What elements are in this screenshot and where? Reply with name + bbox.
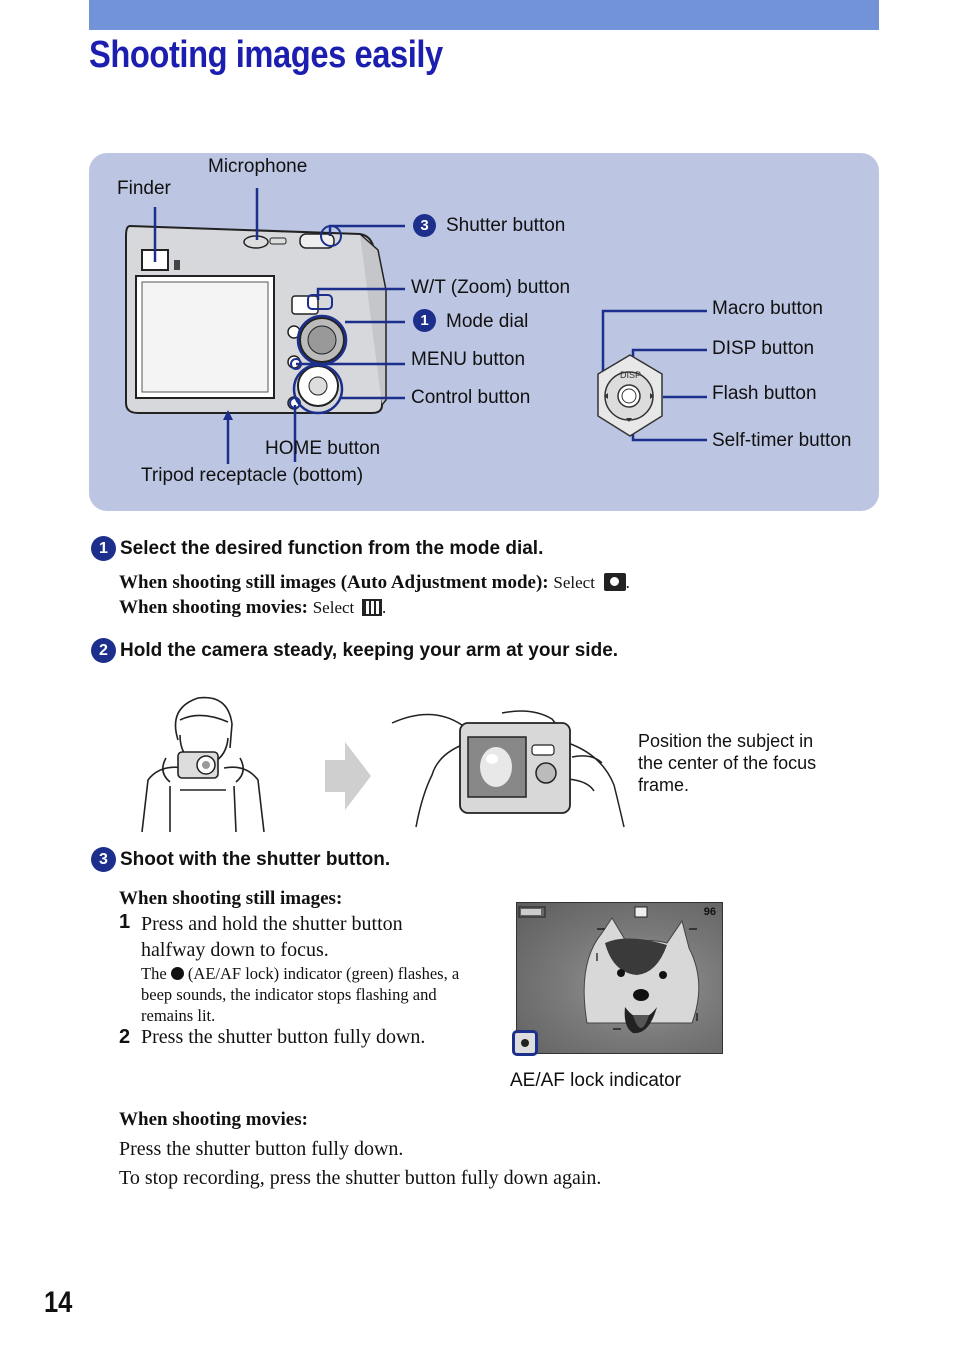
page-number: 14 — [44, 1286, 73, 1319]
dog-photo — [518, 906, 700, 1034]
still-images-heading: When shooting still images: — [119, 888, 343, 909]
note-body-text: (AE/AF lock) indicator (green) flashes, … — [141, 964, 460, 1025]
step-3-badge: 3 — [91, 847, 116, 872]
movies-label: When shooting movies: — [119, 597, 308, 618]
disp-printed-label: DISP — [620, 370, 642, 380]
mode-dial-label: Mode dial — [446, 311, 529, 332]
step-1-still-line: When shooting still images (Auto Adjustm… — [119, 572, 630, 593]
ae-af-dot-icon — [170, 967, 184, 980]
camera-mode-icon — [603, 573, 626, 591]
lcd-screen-image: 96 — [516, 902, 723, 1054]
right-arrow-icon — [325, 742, 371, 810]
menu-button-label: MENU button — [411, 349, 526, 370]
shot-count: 96 — [703, 906, 716, 918]
microphone-label: Microphone — [208, 156, 308, 177]
finder-label: Finder — [117, 178, 171, 199]
substep-1-number: 1 — [119, 911, 131, 933]
movie-instruction-1: Press the shutter button fully down. — [119, 1138, 404, 1160]
step-2-title: Hold the camera steady, keeping your arm… — [120, 640, 619, 661]
movies-heading: When shooting movies: — [119, 1109, 308, 1130]
ae-af-indicator-icon — [521, 1039, 529, 1047]
page-title: Shooting images easily — [89, 34, 443, 76]
ae-af-indicator-highlight — [512, 1030, 538, 1056]
step-1-badge: 1 — [91, 536, 116, 561]
note-the-text: The — [141, 964, 167, 983]
step-2-badge: 2 — [91, 638, 116, 663]
substep-2-text: Press the shutter button fully down. — [141, 1026, 426, 1048]
control-button-label: Control button — [411, 387, 531, 408]
position-subject-caption: Position the subject in the center of th… — [638, 731, 817, 795]
person-holding-camera-illustration — [141, 696, 265, 833]
macro-button-label: Macro button — [712, 298, 823, 319]
ae-af-lock-indicator-label: AE/AF lock indicator — [510, 1070, 682, 1091]
hands-holding-camera-illustration — [391, 710, 625, 828]
leader-lines — [153, 188, 707, 464]
still-select-text: Select — [553, 573, 595, 592]
step-1-movie-line: When shooting movies: Select . — [119, 597, 387, 618]
movie-mode-icon — [362, 599, 383, 616]
shutter-step-badge: 3 — [413, 214, 436, 237]
home-button-label: HOME button — [265, 438, 381, 459]
self-timer-button-label: Self-timer button — [712, 430, 852, 451]
substep-2-number: 2 — [119, 1026, 131, 1048]
substep-1-text: Press and hold the shutter button halfwa… — [141, 913, 403, 961]
movie-instruction-2: To stop recording, press the shutter but… — [119, 1167, 602, 1189]
still-images-label: When shooting still images (Auto Adjustm… — [119, 572, 549, 593]
flash-button-label: Flash button — [712, 383, 817, 404]
ae-af-note: The (AE/AF lock) indicator (green) flash… — [141, 963, 461, 1026]
movie-select-text: Select — [312, 598, 355, 617]
shutter-button-label: Shutter button — [446, 215, 566, 236]
step-3-title: Shoot with the shutter button. — [120, 849, 391, 870]
disp-button-label: DISP button — [712, 338, 815, 359]
step-1-title: Select the desired function from the mod… — [120, 538, 544, 559]
control-button-closeup — [597, 354, 663, 437]
tripod-receptacle-label: Tripod receptacle (bottom) — [141, 465, 364, 486]
mode-dial-step-badge: 1 — [413, 309, 436, 332]
header-bar — [89, 0, 879, 30]
zoom-button-label: W/T (Zoom) button — [411, 277, 571, 298]
